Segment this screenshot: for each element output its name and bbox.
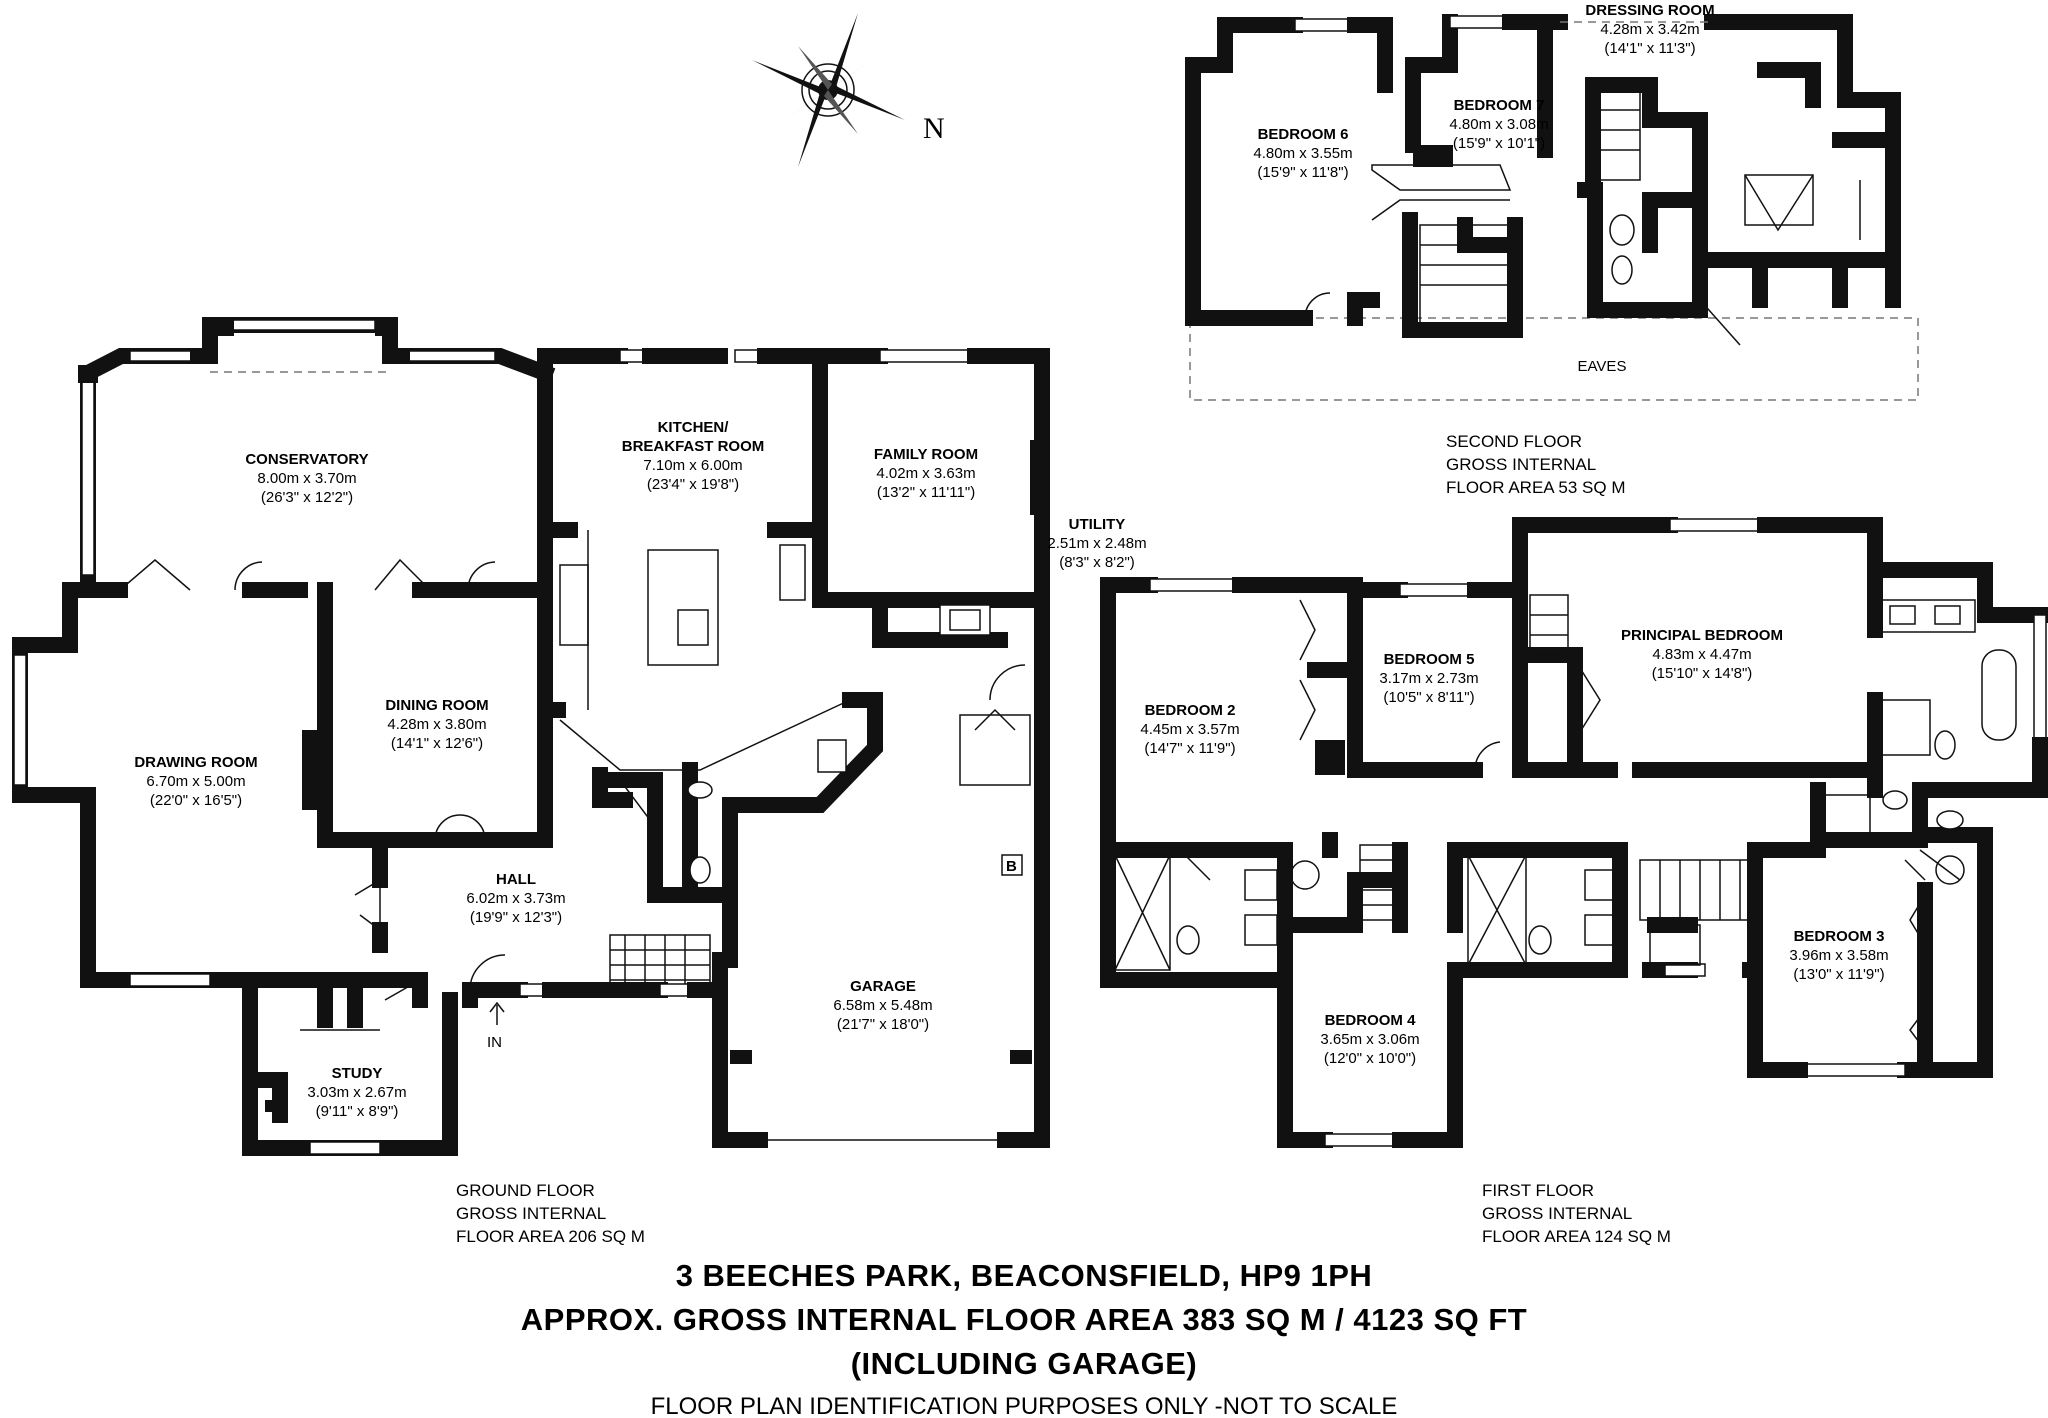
svg-text:(14'1" x 11'3"): (14'1" x 11'3") [1604,40,1695,57]
svg-text:BEDROOM 5: BEDROOM 5 [1384,651,1475,668]
svg-text:3.03m x 2.67m: 3.03m x 2.67m [307,1084,406,1101]
room-label-garage: GARAGE 6.58m x 5.48m (21'7" x 18'0") [833,978,932,1033]
svg-text:4.28m x 3.80m: 4.28m x 3.80m [387,716,486,733]
svg-text:BEDROOM 3: BEDROOM 3 [1794,928,1885,945]
svg-text:(13'2" x 11'11"): (13'2" x 11'11") [877,484,975,501]
svg-text:(15'9" x 10'1"): (15'9" x 10'1") [1453,135,1545,152]
room-label-bedroom-4: BEDROOM 4 3.65m x 3.06m (12'0" x 10'0") [1320,1012,1419,1067]
svg-text:(13'0" x 11'9"): (13'0" x 11'9") [1793,966,1884,983]
room-label-drawing-room: DRAWING ROOM 6.70m x 5.00m (22'0" x 16'5… [134,754,257,809]
svg-text:GROSS INTERNAL: GROSS INTERNAL [1446,455,1596,474]
room-label-study: STUDY 3.03m x 2.67m (9'11" x 8'9") [307,1065,406,1120]
room-label-bedroom-2: BEDROOM 2 4.45m x 3.57m (14'7" x 11'9") [1140,702,1239,757]
svg-text:(10'5" x 8'11"): (10'5" x 8'11") [1383,689,1474,706]
svg-text:BEDROOM 4: BEDROOM 4 [1325,1012,1417,1029]
svg-text:GROUND FLOOR: GROUND FLOOR [456,1181,595,1200]
svg-text:4.80m x 3.55m: 4.80m x 3.55m [1253,145,1352,162]
second-floor-caption: SECOND FLOOR GROSS INTERNAL FLOOR AREA 5… [1446,432,1626,497]
eaves-label: EAVES [1578,358,1627,375]
room-label-utility: UTILITY 2.51m x 2.48m (8'3" x 8'2") [1047,516,1146,571]
svg-text:4.28m x 3.42m: 4.28m x 3.42m [1600,21,1699,38]
svg-text:(12'0" x 10'0"): (12'0" x 10'0") [1324,1050,1416,1067]
svg-text:4.80m x 3.08m: 4.80m x 3.08m [1449,116,1548,133]
total-floor-area: APPROX. GROSS INTERNAL FLOOR AREA 383 SQ… [521,1302,1527,1337]
compass-rose-icon [752,13,905,167]
room-label-bedroom-5: BEDROOM 5 3.17m x 2.73m (10'5" x 8'11") [1379,651,1478,706]
svg-text:3.96m x 3.58m: 3.96m x 3.58m [1789,947,1888,964]
svg-text:GARAGE: GARAGE [850,978,916,995]
room-label-bedroom-6: BEDROOM 6 4.80m x 3.55m (15'9" x 11'8") [1253,126,1352,181]
svg-text:(9'11" x 8'9"): (9'11" x 8'9") [316,1103,399,1120]
entrance-label: IN [487,1034,502,1051]
first-floor-caption: FIRST FLOOR GROSS INTERNAL FLOOR AREA 12… [1482,1181,1671,1246]
svg-text:(14'1" x 12'6"): (14'1" x 12'6") [391,735,483,752]
room-label-conservatory: CONSERVATORY 8.00m x 3.70m (26'3" x 12'2… [245,451,368,506]
ground-floor-plan [12,317,1050,1156]
room-label-bedroom-7: BEDROOM 7 4.80m x 3.08m (15'9" x 10'1") [1449,97,1548,152]
svg-text:DRESSING ROOM: DRESSING ROOM [1585,2,1714,19]
svg-text:6.58m x 5.48m: 6.58m x 5.48m [833,997,932,1014]
svg-text:CONSERVATORY: CONSERVATORY [245,451,368,468]
compass-north-label: N [923,112,945,145]
svg-text:DRAWING ROOM: DRAWING ROOM [134,754,257,771]
svg-text:2.51m x 2.48m: 2.51m x 2.48m [1047,535,1146,552]
svg-text:(22'0" x 16'5"): (22'0" x 16'5") [150,792,242,809]
svg-text:(21'7" x 18'0"): (21'7" x 18'0") [837,1016,929,1033]
second-floor-plan [1185,14,1919,401]
svg-text:6.70m x 5.00m: 6.70m x 5.00m [146,773,245,790]
room-label-hall: HALL 6.02m x 3.73m (19'9" x 12'3") [466,871,565,926]
property-address-title: 3 BEECHES PARK, BEACONSFIELD, HP9 1PH [676,1258,1373,1293]
svg-text:4.45m x 3.57m: 4.45m x 3.57m [1140,721,1239,738]
svg-text:BREAKFAST ROOM: BREAKFAST ROOM [622,438,765,455]
svg-text:6.02m x 3.73m: 6.02m x 3.73m [466,890,565,907]
svg-text:4.83m x 4.47m: 4.83m x 4.47m [1652,646,1751,663]
svg-text:3.65m x 3.06m: 3.65m x 3.06m [1320,1031,1419,1048]
svg-text:3.17m x 2.73m: 3.17m x 2.73m [1379,670,1478,687]
svg-text:FLOOR AREA 124 SQ M: FLOOR AREA 124 SQ M [1482,1227,1671,1246]
svg-text:FLOOR AREA 206 SQ M: FLOOR AREA 206 SQ M [456,1227,645,1246]
svg-text:4.02m x 3.63m: 4.02m x 3.63m [876,465,975,482]
svg-text:8.00m x 3.70m: 8.00m x 3.70m [257,470,356,487]
svg-text:UTILITY: UTILITY [1069,516,1126,533]
svg-text:FLOOR AREA 53 SQ M: FLOOR AREA 53 SQ M [1446,478,1626,497]
svg-text:(19'9" x 12'3"): (19'9" x 12'3") [470,909,562,926]
room-label-dining-room: DINING ROOM 4.28m x 3.80m (14'1" x 12'6"… [385,697,488,752]
room-label-bedroom-3: BEDROOM 3 3.96m x 3.58m (13'0" x 11'9") [1789,928,1888,983]
svg-text:(14'7" x 11'9"): (14'7" x 11'9") [1144,740,1235,757]
svg-text:(8'3" x 8'2"): (8'3" x 8'2") [1059,554,1135,571]
svg-text:BEDROOM 7: BEDROOM 7 [1454,97,1545,114]
svg-text:SECOND FLOOR: SECOND FLOOR [1446,432,1582,451]
room-label-family-room: FAMILY ROOM 4.02m x 3.63m (13'2" x 11'11… [874,446,978,501]
room-label-dressing-room: DRESSING ROOM 4.28m x 3.42m (14'1" x 11'… [1585,2,1714,57]
svg-text:HALL: HALL [496,871,536,888]
disclaimer: FLOOR PLAN IDENTIFICATION PURPOSES ONLY … [651,1393,1398,1418]
ground-floor-caption: GROUND FLOOR GROSS INTERNAL FLOOR AREA 2… [456,1181,645,1246]
svg-text:GROSS INTERNAL: GROSS INTERNAL [1482,1204,1632,1223]
svg-text:(26'3" x 12'2"): (26'3" x 12'2") [261,489,353,506]
svg-text:FAMILY ROOM: FAMILY ROOM [874,446,978,463]
svg-text:BEDROOM 6: BEDROOM 6 [1258,126,1349,143]
first-floor-plan [1100,517,2048,1148]
boiler-label: B [1006,858,1017,875]
room-label-principal-bedroom: PRINCIPAL BEDROOM 4.83m x 4.47m (15'10" … [1621,627,1783,682]
svg-text:DINING ROOM: DINING ROOM [385,697,488,714]
svg-text:STUDY: STUDY [332,1065,383,1082]
svg-text:BEDROOM 2: BEDROOM 2 [1145,702,1236,719]
room-label-kitchen: KITCHEN/ BREAKFAST ROOM 7.10m x 6.00m (2… [622,419,765,493]
svg-text:7.10m x 6.00m: 7.10m x 6.00m [643,457,742,474]
svg-text:FIRST FLOOR: FIRST FLOOR [1482,1181,1594,1200]
svg-text:PRINCIPAL BEDROOM: PRINCIPAL BEDROOM [1621,627,1783,644]
svg-text:(15'10" x 14'8"): (15'10" x 14'8") [1652,665,1753,682]
svg-text:(23'4" x 19'8"): (23'4" x 19'8") [647,476,739,493]
svg-text:KITCHEN/: KITCHEN/ [658,419,730,436]
svg-text:GROSS INTERNAL: GROSS INTERNAL [456,1204,606,1223]
including-garage-note: (INCLUDING GARAGE) [851,1346,1198,1381]
svg-text:(15'9" x 11'8"): (15'9" x 11'8") [1257,164,1348,181]
